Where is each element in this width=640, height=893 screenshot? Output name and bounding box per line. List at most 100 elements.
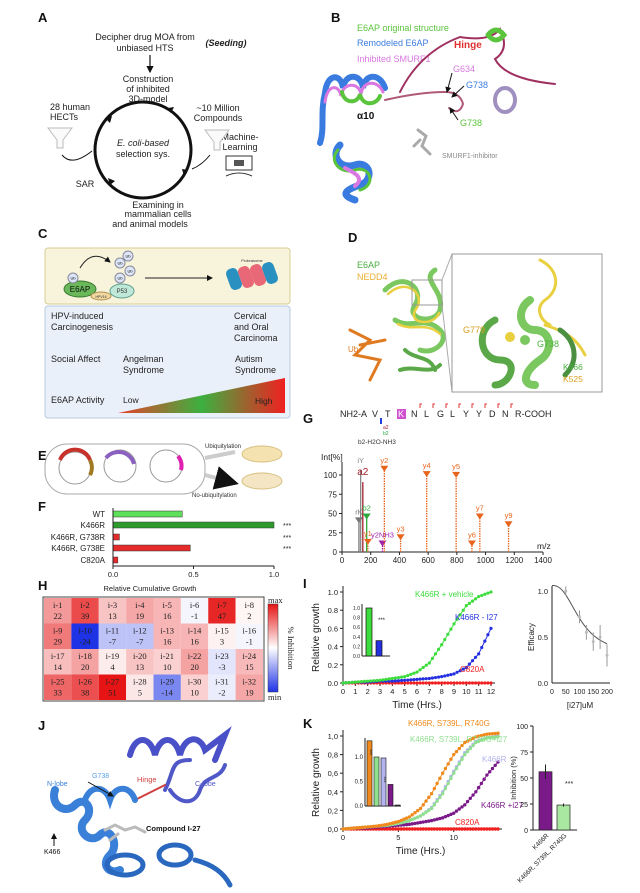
data-point <box>449 812 453 817</box>
inhibition-value: 19 <box>245 688 254 698</box>
a-text: SAR <box>76 179 95 189</box>
peak-marker-icon <box>396 534 405 541</box>
data-point <box>430 656 435 661</box>
category-label: K466R, G738E <box>51 544 105 553</box>
bar <box>112 544 191 552</box>
heatmap-cell <box>98 649 127 675</box>
compound-id: i-1 <box>53 600 62 610</box>
data-point <box>443 681 447 685</box>
compound-id: i-6 <box>190 600 199 610</box>
residue-sphere <box>520 335 530 345</box>
data-point <box>458 681 462 685</box>
inset-bar <box>375 640 383 657</box>
x-tick-label: 100 <box>574 689 586 696</box>
data-point <box>440 643 444 647</box>
data-point <box>403 678 407 682</box>
data-point <box>443 786 448 791</box>
compound-id: i-26 <box>78 677 92 687</box>
inhibition-value: 5 <box>138 688 142 698</box>
compound-id: i-19 <box>106 651 120 661</box>
y-tick-label: 50 <box>520 776 528 783</box>
data-point <box>418 820 423 825</box>
data-point <box>464 604 468 608</box>
data-point <box>436 647 441 651</box>
compound-id: i-17 <box>51 651 65 661</box>
neutral-loss-label: b2-H2O-NH3 <box>358 439 396 446</box>
residue-label: G738 <box>537 339 559 349</box>
x-tick-label: 1000 <box>477 556 495 565</box>
inhibition-value: 47 <box>218 611 227 621</box>
x-tick-label: 4 <box>390 687 394 696</box>
data-point <box>468 796 473 801</box>
data-point <box>467 601 472 605</box>
data-point <box>387 677 391 681</box>
compound-id: i-28 <box>133 677 147 687</box>
data-point <box>496 731 500 735</box>
inhibition-value: -7 <box>109 637 116 647</box>
c-text: Carcinogenesis <box>51 322 114 332</box>
peak-marker-icon <box>362 513 371 520</box>
data-point <box>349 826 354 831</box>
data-point <box>443 674 447 678</box>
proteasome-label: Proteasome <box>241 258 263 263</box>
y-tick-label: 0,6 <box>328 769 338 778</box>
no-ubiquitylation-label: No-ubiquitylation <box>192 493 237 499</box>
heatmap-cell <box>180 674 209 700</box>
data-point <box>362 679 367 684</box>
data-point <box>454 827 459 831</box>
fragment-cleavage-mark <box>419 403 422 408</box>
data-point <box>424 677 428 681</box>
e6ap-shape <box>63 280 97 298</box>
data-point <box>443 827 448 831</box>
data-point <box>446 632 450 636</box>
peak-label: y9 <box>505 511 513 520</box>
compound-id: i-12 <box>133 626 147 636</box>
heatmap-cell <box>126 623 154 649</box>
peak-label: y4 <box>423 461 431 470</box>
data-point <box>410 827 414 831</box>
data-point <box>438 827 442 831</box>
helix-label: α10 <box>357 111 375 122</box>
data-point <box>421 803 425 807</box>
data-point <box>474 735 478 739</box>
compound-id: i-5 <box>162 600 171 610</box>
x-tick-label: 7 <box>427 687 431 696</box>
data-point <box>460 827 464 831</box>
data-point <box>341 827 345 831</box>
a-text: Decipher drug MOA from <box>95 32 195 42</box>
data-point <box>413 811 417 815</box>
data-point <box>410 817 414 822</box>
clobe-label: C-lobe <box>195 781 216 788</box>
data-point <box>489 590 493 594</box>
peak-label: b2 <box>363 504 371 513</box>
fragment-cleavage-mark <box>445 403 448 408</box>
data-point <box>480 681 484 685</box>
inhibition-value: 10 <box>163 662 172 672</box>
data-point <box>474 740 478 745</box>
category-label: K466R <box>81 521 106 530</box>
heatmap-border <box>42 596 265 702</box>
data-point <box>490 735 495 740</box>
heatmap-cell <box>44 674 72 700</box>
category-label: C820A <box>81 556 106 565</box>
data-point <box>449 672 453 677</box>
legend-item: NEDD4 <box>357 272 388 282</box>
data-point <box>432 786 437 791</box>
panel-c: C E6AP HPV16 P53 Ub Ub Ub Ub Ub Proteaso… <box>38 226 291 419</box>
x-tick-label: 11 <box>475 687 483 696</box>
data-point <box>455 681 459 685</box>
protein-structure-d <box>348 267 446 382</box>
funnel-icon <box>204 129 230 151</box>
data-point <box>432 818 437 822</box>
data-point <box>440 675 444 679</box>
data-point <box>418 668 422 672</box>
data-point <box>436 681 441 685</box>
data-point <box>465 749 470 754</box>
compound-id: i-32 <box>242 677 256 687</box>
sequence-residue: N <box>411 409 418 419</box>
heatmap-cell <box>208 649 236 675</box>
machine-learning-icon <box>225 155 253 177</box>
x-tick-label: 0 <box>340 556 345 565</box>
